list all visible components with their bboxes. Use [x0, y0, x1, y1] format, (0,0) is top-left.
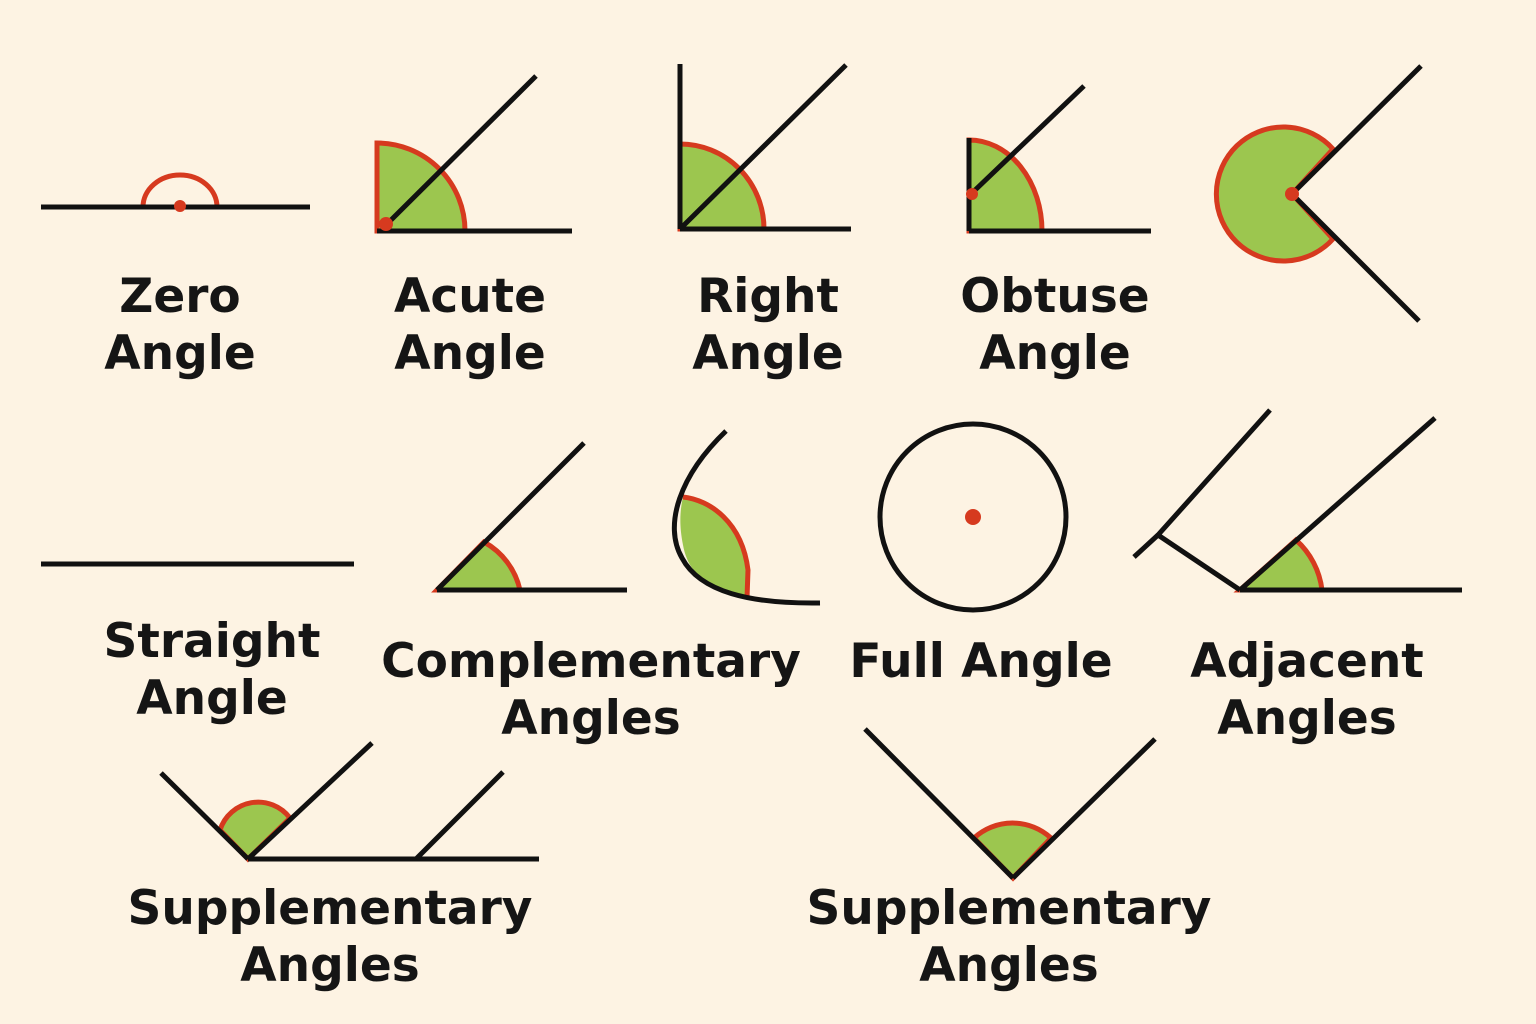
acute-angle-label-line-1: Acute — [393, 269, 547, 324]
straight-angle-label: Straight Angle — [104, 613, 321, 727]
obtuse-angle-label: Obtuse Angle — [960, 268, 1149, 382]
complementary-angles-figure-b — [671, 429, 821, 606]
zero-angle-label-line-2: Angle — [104, 326, 256, 381]
right-angle-figure — [677, 63, 851, 232]
obtuse-angle-vertex-dot — [966, 188, 978, 200]
right-angle-label-line-1: Right — [697, 269, 839, 324]
supplementary-angle-b-sector — [970, 820, 1055, 882]
acute-angle-label-line-2: Angle — [394, 326, 546, 381]
adjacent-angle-sector — [1233, 536, 1325, 593]
reflex-angle-sector — [1213, 124, 1337, 264]
full-angle-label-line-1: Full Angle — [849, 634, 1113, 689]
adjacent-angles-figure — [1132, 408, 1462, 593]
complementary-angle-b-curve — [671, 429, 821, 606]
supplementary-angle-a-extra-ray — [414, 770, 505, 861]
right-angle-label: Right Angle — [692, 268, 843, 382]
acute-angle-ray-diagonal — [384, 74, 538, 227]
reflex-angle-figure — [1213, 64, 1423, 323]
complementary-angle-b-arc — [682, 494, 751, 599]
complementary-angles-figure-a — [431, 441, 627, 593]
supplementary-angle-a-ray-left — [159, 771, 250, 861]
zero-angle-label: Zero Angle — [104, 268, 255, 382]
reflex-angle-ray-lower — [1290, 192, 1421, 323]
acute-angle-figure — [374, 74, 572, 234]
supplementary-angle-a-ray-right — [246, 741, 374, 861]
obtuse-angle-ray-diagonal — [970, 84, 1086, 195]
supplementary-angles-figure-a — [159, 741, 539, 863]
obtuse-angle-figure — [966, 84, 1151, 234]
obtuse-angle-label-line-1: Obtuse — [960, 269, 1150, 324]
supplementary-angles-b-label-line-1: Supplementary — [806, 881, 1212, 936]
straight-angle-label-line-1: Straight — [103, 614, 321, 669]
supplementary-angle-b-ray-left — [863, 727, 1015, 880]
adjacent-angle-ray-diagonal — [1238, 416, 1437, 592]
zero-angle-vertex-dot — [174, 200, 186, 212]
complementary-angle-a-ray-diagonal — [435, 441, 586, 592]
obtuse-angle-sector — [966, 137, 1045, 234]
adjacent-angle-side-arm-tick — [1132, 533, 1160, 559]
complementary-angle-b-region — [680, 497, 748, 598]
full-angle-figure — [877, 421, 1069, 613]
adjacent-angles-label: Adjacent Angles — [1190, 633, 1424, 747]
acute-angle-vertex-dot — [379, 217, 393, 231]
zero-angle-label-line-1: Zero — [119, 269, 241, 324]
adjacent-angle-side-arm — [1154, 408, 1272, 593]
supplementary-angle-a-sector — [217, 799, 294, 863]
zero-angle-arc — [140, 172, 220, 208]
full-angle-circle — [877, 421, 1069, 613]
full-angle-center-dot — [965, 509, 981, 525]
right-angle-label-line-2: Angle — [692, 326, 844, 381]
full-angle-label: Full Angle — [849, 633, 1112, 690]
supplementary-angles-label-a: Supplementary Angles — [128, 880, 533, 994]
adjacent-angles-label-line-1: Adjacent — [1190, 634, 1424, 689]
supplementary-angle-b-ray-right — [1011, 737, 1157, 880]
complementary-angles-label-line-1: Complementary — [381, 634, 801, 689]
supplementary-angles-label-b: Supplementary Angles — [807, 880, 1212, 994]
reflex-angle-ray-upper — [1290, 64, 1423, 196]
straight-angle-label-line-2: Angle — [136, 671, 288, 726]
reflex-angle-vertex-dot — [1285, 187, 1299, 201]
supplementary-angles-a-label-line-2: Angles — [240, 938, 420, 993]
acute-angle-label: Acute Angle — [394, 268, 546, 382]
adjacent-angles-label-line-2: Angles — [1217, 691, 1397, 746]
complementary-angles-label: Complementary Angles — [381, 633, 801, 747]
complementary-angles-label-line-2: Angles — [501, 691, 681, 746]
supplementary-angles-figure-b — [863, 727, 1157, 882]
zero-angle-figure — [41, 172, 310, 212]
supplementary-angles-b-label-line-2: Angles — [919, 938, 1099, 993]
obtuse-angle-label-line-2: Angle — [979, 326, 1131, 381]
right-angle-ray-diagonal — [678, 63, 848, 231]
supplementary-angles-a-label-line-1: Supplementary — [127, 881, 533, 936]
